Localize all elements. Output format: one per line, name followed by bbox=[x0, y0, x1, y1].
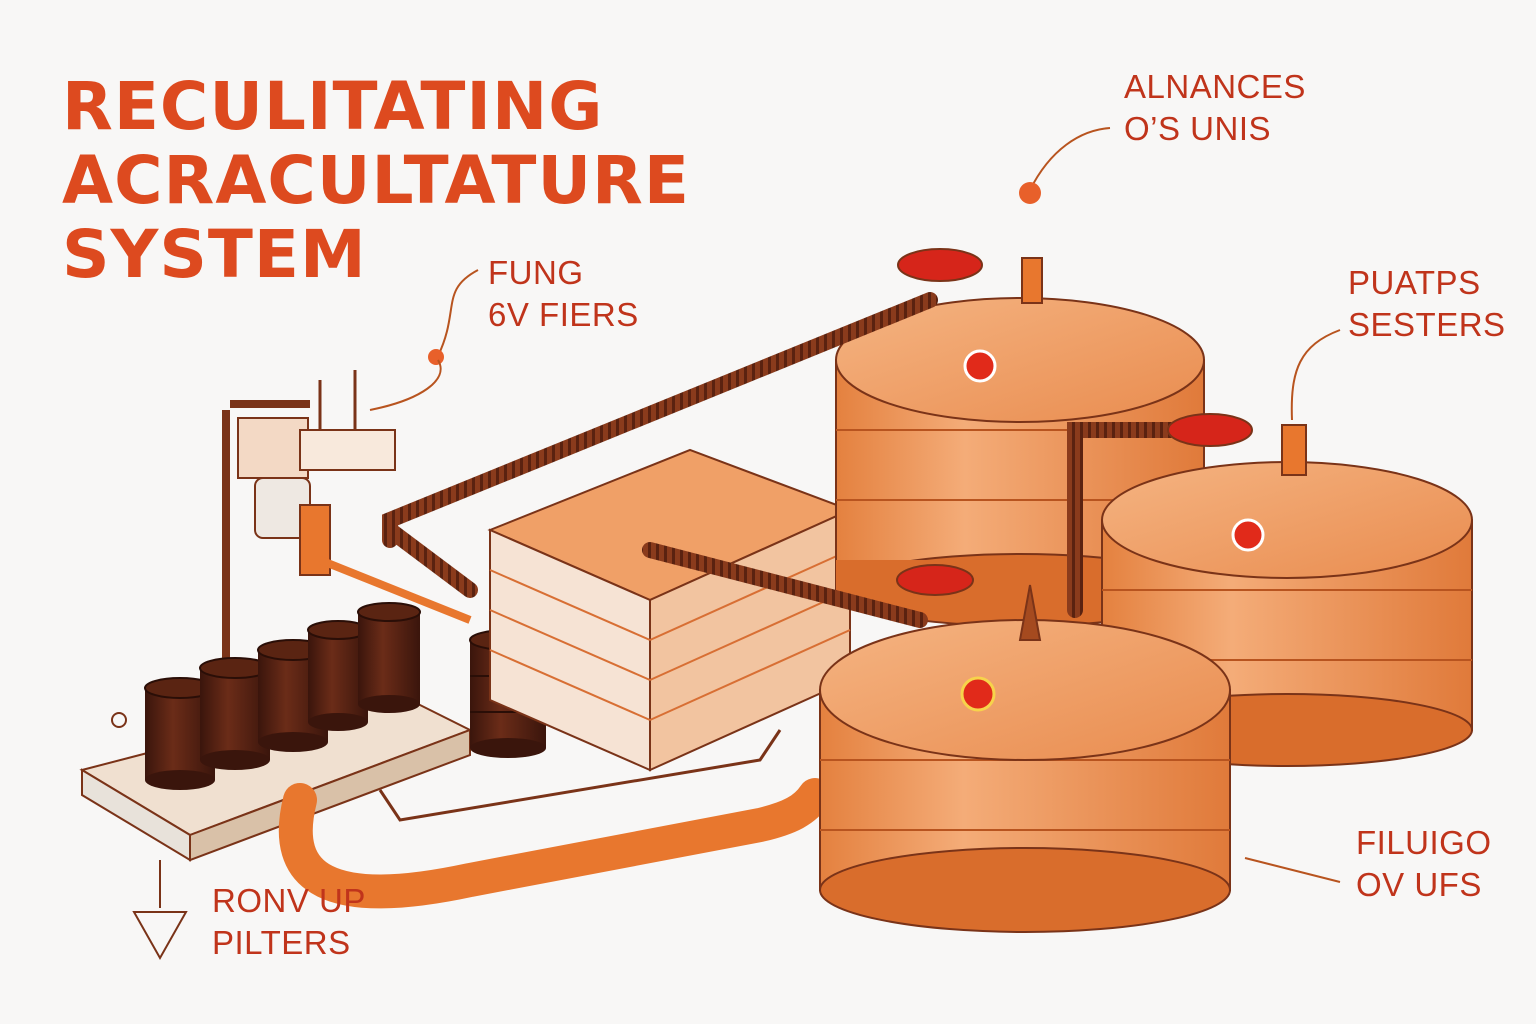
valve-wheel bbox=[1167, 413, 1253, 447]
control-panel-unit bbox=[222, 370, 396, 710]
overhead-pipes bbox=[318, 292, 1188, 628]
callout-leaders bbox=[111, 127, 1341, 961]
label-ronv: RONV UP PILTERS bbox=[212, 880, 366, 964]
label-puatps-line-1: PUATPS bbox=[1348, 264, 1481, 301]
title-line-2: ACRACULTATURE bbox=[62, 142, 690, 219]
label-fung-line-1: FUNG bbox=[488, 254, 584, 291]
label-ronv-line-1: RONV UP bbox=[212, 882, 366, 919]
ground-flow-pipe bbox=[278, 778, 832, 909]
diagram-title: RECULITATING ACRACULTATURE SYSTEM bbox=[62, 70, 690, 292]
title-line-3: SYSTEM bbox=[62, 216, 367, 293]
label-puatps-line-2: SESTERS bbox=[1348, 306, 1506, 343]
label-alnances-line-1: ALNANCES bbox=[1124, 68, 1306, 105]
label-ronv-line-2: PILTERS bbox=[212, 924, 351, 961]
biofilter-building bbox=[487, 448, 853, 772]
valve-wheel bbox=[897, 248, 983, 282]
valve-wheel bbox=[896, 564, 974, 596]
filter-drum bbox=[357, 602, 421, 713]
label-alnances: ALNANCES O’S UNIS bbox=[1124, 66, 1306, 150]
label-fung-line-2: 6V FIERS bbox=[488, 296, 639, 333]
valve-wheels bbox=[896, 248, 1253, 596]
label-filuigo: FILUIGO OV UFS bbox=[1356, 822, 1492, 906]
label-alnances-line-2: O’S UNIS bbox=[1124, 110, 1272, 147]
label-filuigo-line-1: FILUIGO bbox=[1356, 824, 1492, 861]
title-line-1: RECULITATING bbox=[62, 68, 604, 145]
filter-base-slab bbox=[79, 688, 473, 862]
label-filuigo-line-2: OV UFS bbox=[1356, 866, 1482, 903]
rearing-tank-front bbox=[819, 584, 1231, 933]
label-puatps: PUATPS SESTERS bbox=[1348, 262, 1506, 346]
label-fung: FUNG 6V FIERS bbox=[488, 252, 639, 336]
